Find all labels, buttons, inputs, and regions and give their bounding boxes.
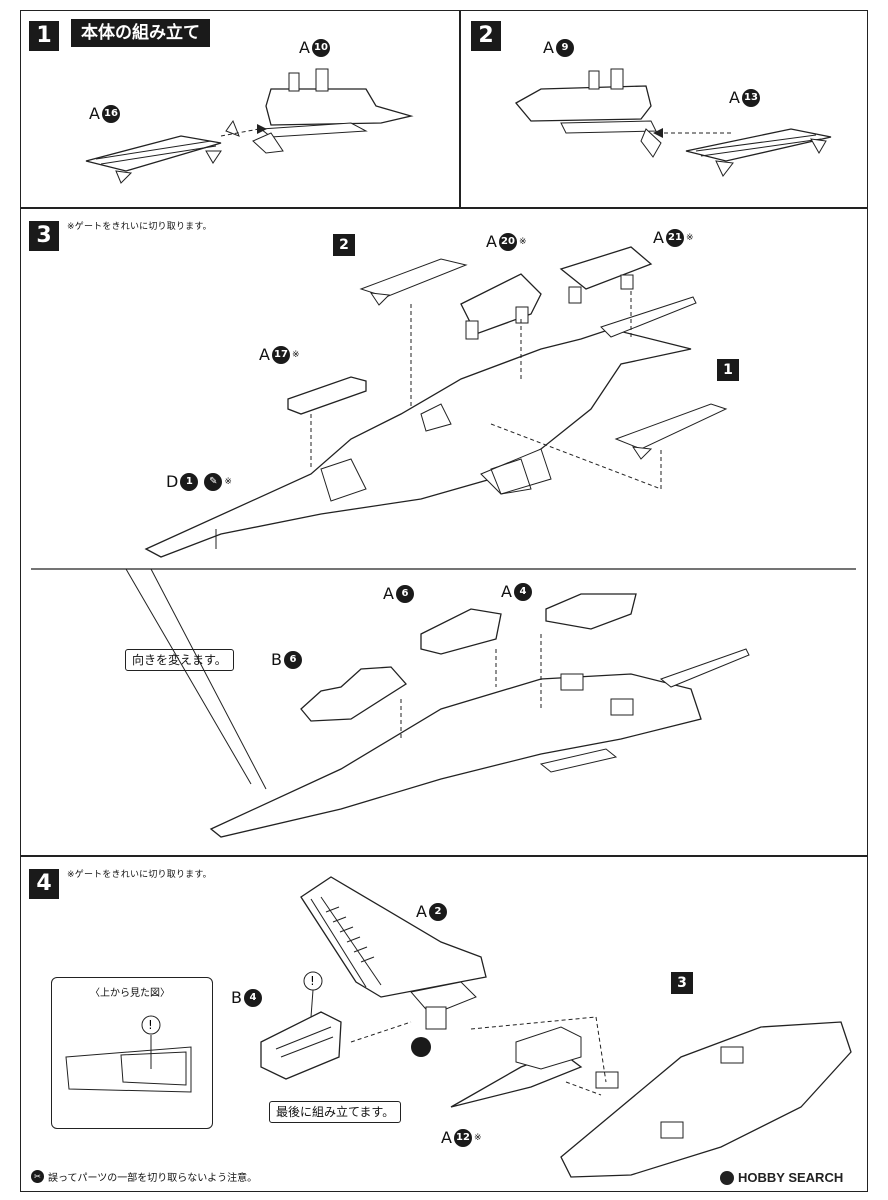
step4-callout-last: 最後に組み立てます。	[269, 1101, 402, 1123]
step4-number: 4	[29, 869, 59, 899]
step2-number: 2	[471, 21, 501, 51]
step4-footer-warning: ✂ 誤ってパーツの一部を切り取らないよう注意。	[31, 1169, 257, 1184]
step1-drawing	[85, 68, 414, 184]
step2-drawing	[514, 68, 832, 177]
step3-ref-step2-badge: 2	[333, 234, 355, 256]
step3-drawing	[31, 246, 856, 838]
sticker-icon: ✎	[204, 473, 223, 491]
step4-drawing: ! !	[65, 876, 852, 1178]
inset-title: 〈上から見た図〉	[90, 988, 170, 999]
hobby-search-logo-icon	[720, 1170, 734, 1185]
svg-text:!: !	[148, 1018, 153, 1032]
step1-number: 1	[29, 21, 59, 51]
step4-ref-step3-badge: 3	[671, 972, 693, 994]
step3-ref-step1-badge: 1	[717, 359, 739, 381]
step4-note: ※ゲートをきれいに切り取ります。	[67, 870, 212, 880]
cut-warning-icon: ✂	[31, 1170, 44, 1183]
step1-title: 本体の組み立て	[71, 19, 210, 47]
step3-number: 3	[29, 221, 59, 251]
hobby-search-watermark: HOBBY SEARCH	[720, 1170, 843, 1185]
svg-text:!: !	[310, 974, 315, 988]
step3-note: ※ゲートをきれいに切り取ります。	[67, 222, 212, 232]
